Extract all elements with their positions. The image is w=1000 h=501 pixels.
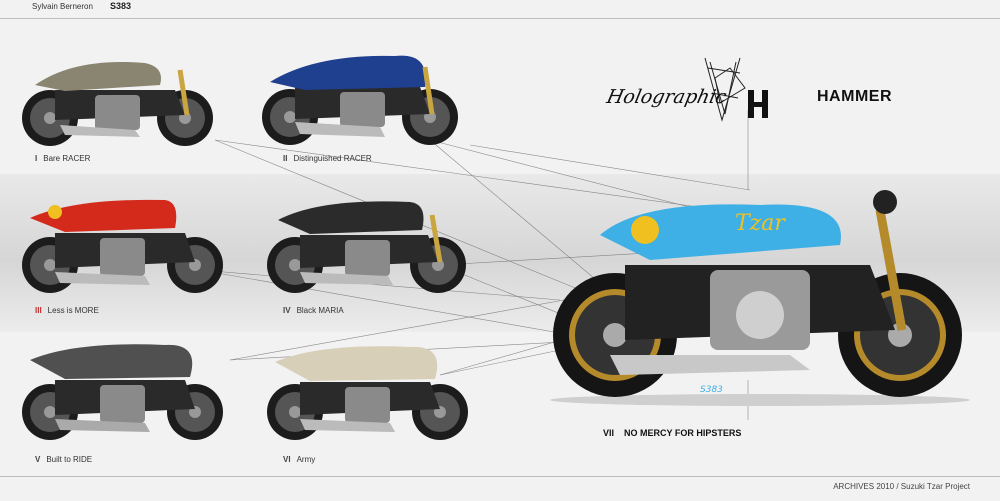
title-hammer: HAMMER	[817, 88, 892, 105]
bike-less-is-more	[22, 199, 223, 293]
footer-bar: ARCHIVES 2010 / Suzuki Tzar Project	[0, 476, 1000, 501]
bike-hero-no-mercy: Tzar S383	[550, 190, 970, 406]
author-name: Sylvain Berneron	[32, 2, 93, 11]
bike-black-maria	[267, 201, 466, 293]
title-holographic: Holographic	[604, 86, 729, 108]
hero-signature: S383	[700, 385, 723, 395]
header-bar: Sylvain Berneron S383	[0, 0, 1000, 19]
bike-army	[267, 346, 468, 440]
hero-tank-text: Tzar	[735, 211, 786, 236]
footer-archives: ARCHIVES 2010 / Suzuki Tzar Project	[833, 482, 970, 491]
bike-bare-racer	[22, 61, 213, 146]
vh-logo-icon	[704, 57, 768, 122]
project-code: S383	[110, 1, 132, 11]
title: Holographic HAMMER	[604, 82, 897, 124]
bike-distinguished-racer	[262, 55, 458, 145]
bike-built-to-ride	[22, 344, 223, 440]
